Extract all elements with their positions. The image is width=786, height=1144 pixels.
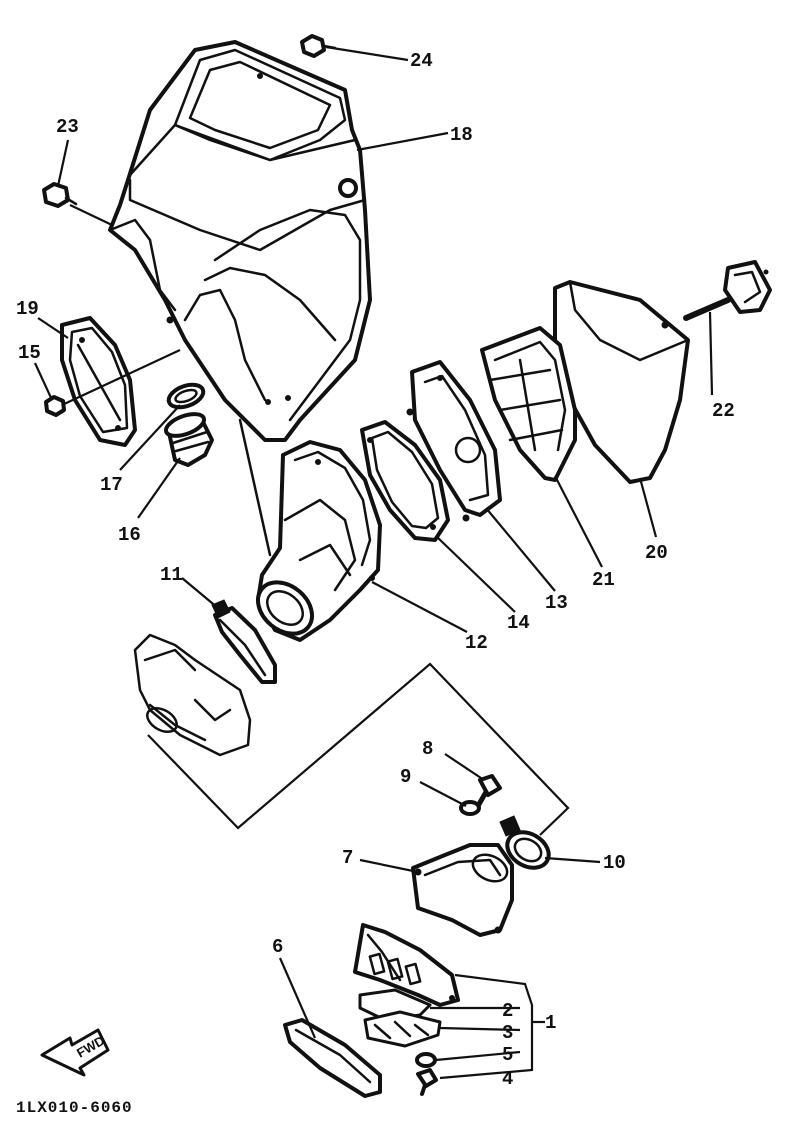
callout-14: 14 bbox=[507, 612, 530, 634]
callout-18: 18 bbox=[450, 124, 473, 146]
filter-guide-21-part bbox=[480, 326, 577, 482]
gasket-6-part bbox=[283, 1018, 382, 1098]
diagram-code: 1LX010-6060 bbox=[16, 1099, 133, 1117]
clamp-ring-17-part bbox=[166, 382, 206, 410]
carburetor-reference bbox=[133, 633, 570, 836]
callout-1: 1 bbox=[545, 1012, 556, 1034]
callout-8: 8 bbox=[422, 738, 433, 760]
callout-5: 5 bbox=[502, 1044, 513, 1066]
callout-19: 19 bbox=[16, 298, 39, 320]
callout-23: 23 bbox=[56, 116, 79, 138]
hose-clamp-11-part bbox=[211, 599, 277, 684]
reed-valve-assembly-1-part bbox=[353, 923, 460, 1007]
callout-10: 10 bbox=[603, 852, 626, 874]
reed-stopper-3-part bbox=[363, 1010, 442, 1048]
callout-16: 16 bbox=[118, 524, 141, 546]
callout-17: 17 bbox=[100, 474, 123, 496]
fwd-arrow-icon: FWD bbox=[40, 1028, 110, 1077]
callout-22: 22 bbox=[712, 400, 735, 422]
callout-labels: 1 2 3 4 5 6 7 8 9 10 11 12 13 14 15 16 1… bbox=[16, 50, 735, 1090]
callout-11: 11 bbox=[160, 564, 183, 586]
reed-petal-2-part bbox=[358, 988, 432, 1022]
callout-3: 3 bbox=[502, 1022, 513, 1044]
air-filter-element-part bbox=[553, 280, 690, 484]
holder-bolt-22-part bbox=[683, 260, 772, 321]
bolt-24-part bbox=[300, 34, 337, 58]
callout-20: 20 bbox=[645, 542, 668, 564]
washer-5-part bbox=[415, 1052, 437, 1068]
carburetor-joint-12-part bbox=[238, 418, 382, 642]
callout-15: 15 bbox=[18, 342, 41, 364]
callout-7: 7 bbox=[342, 847, 353, 869]
callout-24: 24 bbox=[410, 50, 433, 72]
gasket-14-part bbox=[360, 420, 450, 542]
screw-4-part bbox=[416, 1068, 438, 1096]
callout-13: 13 bbox=[545, 592, 568, 614]
air-filter-case-part bbox=[108, 40, 372, 442]
boot-16-part bbox=[163, 412, 214, 467]
plate-gasket-part bbox=[60, 316, 137, 447]
callout-6: 6 bbox=[272, 936, 283, 958]
leader-lines bbox=[34, 45, 714, 1080]
callout-4: 4 bbox=[502, 1068, 513, 1090]
callout-9: 9 bbox=[400, 766, 411, 788]
nut-15-part bbox=[44, 395, 66, 417]
hose-clamp-10-part bbox=[499, 815, 551, 870]
manifold-7-part bbox=[411, 843, 514, 937]
callout-2: 2 bbox=[502, 1000, 513, 1022]
joint-plate-13-part bbox=[406, 360, 502, 522]
callout-21: 21 bbox=[592, 569, 615, 591]
callout-12: 12 bbox=[465, 632, 488, 654]
bolt-8-part bbox=[475, 774, 502, 809]
bolt-23-part bbox=[42, 182, 78, 208]
